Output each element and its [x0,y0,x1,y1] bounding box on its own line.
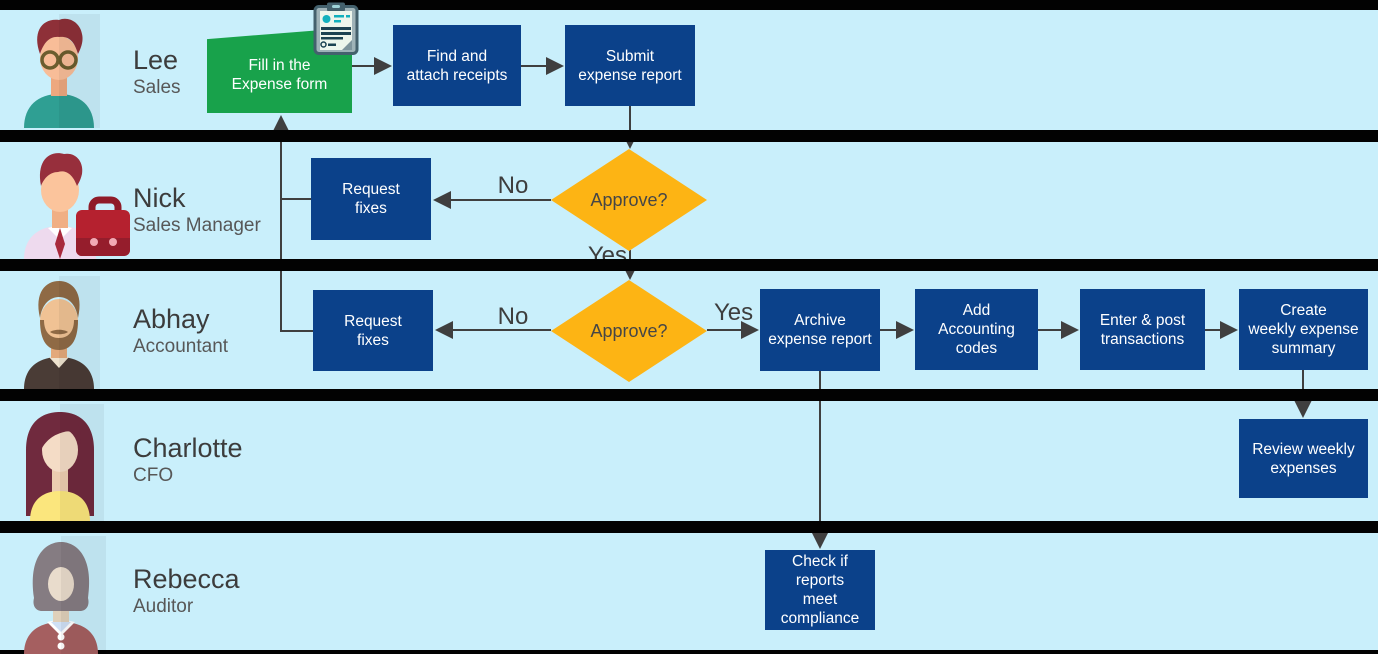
lane-divider [0,389,1378,401]
lane-name: Charlotte [133,433,243,463]
edge-label-yes: Yes [714,299,754,326]
node-request-fixes-manager: Request fixes [311,158,431,240]
lane-name: Lee [133,45,179,75]
clipboard-document-icon [313,2,359,55]
avatar-nick-icon [24,153,130,259]
lane-role: CFO [133,465,174,486]
lane-label-auditor: Rebecca Auditor [133,563,240,619]
lane-label-sales-manager: Nick Sales Manager [133,182,261,238]
avatar-charlotte-icon [26,404,104,521]
node-find-attach-receipts: Find and attach receipts [393,25,521,106]
lane-divider [0,0,1378,10]
lane-divider [0,130,1378,142]
node-review-weekly-expenses: Review weekly expenses [1239,419,1368,498]
node-request-fixes-accountant: Request fixes [313,290,433,371]
node-add-accounting-codes: Add Accounting codes [915,289,1038,370]
lane-label-sales: Lee Sales [133,44,181,100]
avatar-abhay-icon [24,276,100,389]
node-check-compliance: Check if reports meet compliance [765,550,875,630]
lane-role: Auditor [133,596,194,617]
connector-reqfix-to-fillform [272,115,313,332]
edge-label-no: No [497,303,529,330]
lane-divider [0,259,1378,271]
edge-label-no: No [497,172,529,199]
lane-name: Abhay [133,304,210,334]
lane-name: Rebecca [133,564,240,594]
lane-role: Sales [133,77,181,98]
lane-role: Accountant [133,336,229,357]
lane-name: Nick [133,183,186,213]
node-enter-post-transactions: Enter & post transactions [1080,289,1205,370]
avatar-rebecca-icon [24,536,106,654]
lane-divider [0,650,1378,654]
lane-divider [0,521,1378,533]
node-create-weekly-summary: Create weekly expense summary [1239,289,1368,370]
lane-role: Sales Manager [133,215,261,236]
node-archive-expense-report: Archive expense report [760,289,880,371]
lane-label-accountant: Abhay Accountant [133,303,228,359]
lane-label-cfo: Charlotte CFO [133,432,243,488]
avatar-lee-icon [24,14,100,128]
node-submit-expense-report: Submit expense report [565,25,695,106]
